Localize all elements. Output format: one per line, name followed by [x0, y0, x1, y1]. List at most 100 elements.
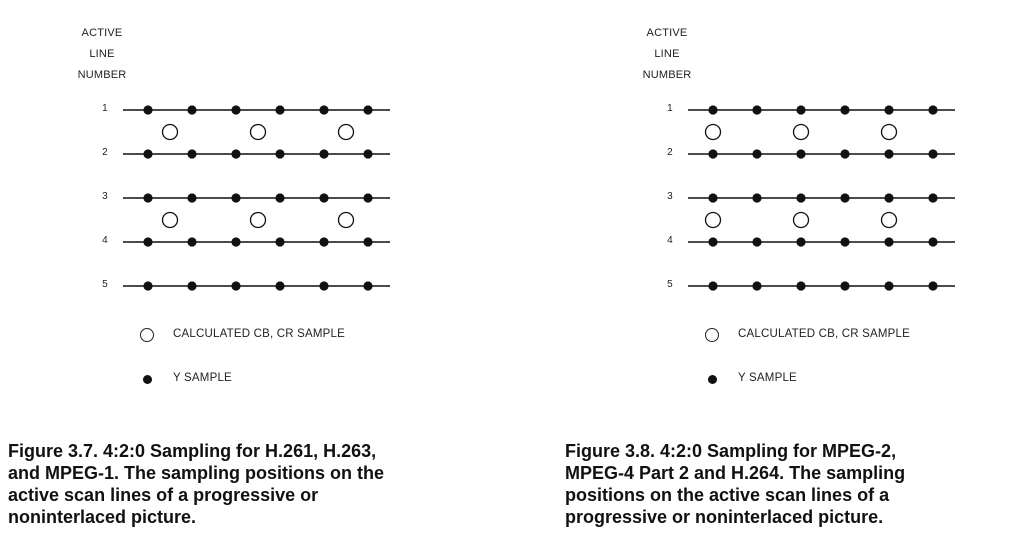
row-label-2: 2: [667, 147, 673, 158]
header-line-number: NUMBER: [642, 69, 692, 81]
row-label-1: 1: [667, 103, 673, 114]
y-sample-dot: [187, 281, 197, 291]
row-label-4: 4: [102, 235, 108, 246]
row-label-5: 5: [667, 279, 673, 290]
chroma-sample-legend-label: CALCULATED CB, CR SAMPLE: [738, 328, 911, 340]
y-sample-dot: [840, 193, 850, 203]
cb-cr-sample-circle-between-lines-3-4: [337, 211, 355, 229]
caption-line: active scan lines of a progressive or: [8, 485, 319, 505]
caption-line: MPEG-4 Part 2 and H.264. The sampling: [565, 463, 906, 483]
y-sample-dot: [319, 149, 329, 159]
y-sample-dot: [143, 149, 153, 159]
y-sample-dot: [363, 193, 373, 203]
y-sample-dot: [752, 193, 762, 203]
y-sample-dot: [796, 281, 806, 291]
y-sample-dot: [275, 237, 285, 247]
y-sample-dot: [363, 281, 373, 291]
cb-cr-sample-circle-between-lines-1-2: [704, 123, 722, 141]
y-sample-dot: [708, 193, 718, 203]
y-sample-dot: [884, 237, 894, 247]
y-sample-dot: [796, 193, 806, 203]
caption-line: noninterlaced picture.: [8, 507, 197, 527]
caption-line: Figure 3.7. 4:2:0 Sampling for H.261, H.…: [8, 441, 377, 461]
y-sample-dot: [319, 237, 329, 247]
y-sample-dot: [275, 105, 285, 115]
header-line-active: ACTIVE: [81, 27, 123, 39]
figure-3-7: ACTIVE LINE NUMBER 1 2 3 4 5 CALCULATED …: [0, 0, 500, 545]
cb-cr-sample-circle-between-lines-1-2: [161, 123, 179, 141]
chroma-sample-legend-label: CALCULATED CB, CR SAMPLE: [173, 328, 346, 340]
y-sample-dot: [928, 237, 938, 247]
y-sample-dot: [187, 105, 197, 115]
row-label-3: 3: [667, 191, 673, 202]
caption-line: positions on the active scan lines of a: [565, 485, 890, 505]
cb-cr-sample-circle-between-lines-3-4: [161, 211, 179, 229]
cb-cr-sample-circle-between-lines-1-2: [880, 123, 898, 141]
caption-line: and MPEG-1. The sampling positions on th…: [8, 463, 385, 483]
cb-cr-sample-circle-between-lines-3-4: [704, 211, 722, 229]
cb-cr-sample-circle-between-lines-3-4: [880, 211, 898, 229]
figure-caption: Figure 3.8. 4:2:0 Sampling for MPEG-2, M…: [565, 440, 905, 528]
row-label-2: 2: [102, 147, 108, 158]
y-sample-dot: [187, 237, 197, 247]
luma-sample-legend-label: Y SAMPLE: [173, 372, 232, 384]
y-sample-dot: [275, 149, 285, 159]
y-sample-dot: [752, 105, 762, 115]
sampling-grid: [123, 105, 390, 291]
caption-line: Figure 3.8. 4:2:0 Sampling for MPEG-2,: [565, 441, 897, 461]
y-sample-dot: [231, 149, 241, 159]
y-sample-dot: [708, 149, 718, 159]
luma-sample-legend-icon: [143, 375, 152, 384]
y-sample-dot: [231, 281, 241, 291]
y-sample-dot: [928, 193, 938, 203]
figure-3-8: ACTIVE LINE NUMBER 1 2 3 4 5 CALCULATED …: [565, 0, 1020, 545]
y-sample-dot: [840, 149, 850, 159]
row-label-3: 3: [102, 191, 108, 202]
y-sample-dot: [363, 237, 373, 247]
y-sample-dot: [143, 237, 153, 247]
y-sample-dot: [363, 149, 373, 159]
cb-cr-sample-circle-between-lines-1-2: [249, 123, 267, 141]
y-sample-dot: [231, 237, 241, 247]
y-sample-dot: [928, 281, 938, 291]
y-sample-dot: [928, 149, 938, 159]
figure-caption: Figure 3.7. 4:2:0 Sampling for H.261, H.…: [8, 440, 384, 528]
chroma-sample-legend-icon: [140, 328, 154, 342]
y-sample-dot: [752, 281, 762, 291]
chroma-sample-legend-icon: [705, 328, 719, 342]
y-sample-dot: [840, 281, 850, 291]
sampling-grid: [688, 105, 955, 291]
caption-line: progressive or noninterlaced picture.: [565, 507, 884, 527]
y-sample-dot: [319, 281, 329, 291]
row-label-1: 1: [102, 103, 108, 114]
y-sample-dot: [708, 105, 718, 115]
y-sample-dot: [319, 193, 329, 203]
y-sample-dot: [884, 193, 894, 203]
row-label-5: 5: [102, 279, 108, 290]
y-sample-dot: [363, 105, 373, 115]
y-sample-dot: [796, 149, 806, 159]
y-sample-dot: [752, 237, 762, 247]
luma-sample-legend-label: Y SAMPLE: [738, 372, 797, 384]
y-sample-dot: [275, 193, 285, 203]
cb-cr-sample-circle-between-lines-3-4: [792, 211, 810, 229]
y-sample-dot: [187, 149, 197, 159]
y-sample-dot: [231, 105, 241, 115]
y-sample-dot: [231, 193, 241, 203]
y-sample-dot: [143, 281, 153, 291]
cb-cr-sample-circle-between-lines-3-4: [249, 211, 267, 229]
header-line-line: LINE: [89, 48, 115, 60]
y-sample-dot: [708, 237, 718, 247]
y-sample-dot: [752, 149, 762, 159]
row-label-4: 4: [667, 235, 673, 246]
y-sample-dot: [840, 105, 850, 115]
y-sample-dot: [928, 105, 938, 115]
y-sample-dot: [708, 281, 718, 291]
header-line-number: NUMBER: [77, 69, 127, 81]
y-sample-dot: [884, 149, 894, 159]
y-sample-dot: [319, 105, 329, 115]
y-sample-dot: [143, 193, 153, 203]
cb-cr-sample-circle-between-lines-1-2: [792, 123, 810, 141]
y-sample-dot: [796, 105, 806, 115]
